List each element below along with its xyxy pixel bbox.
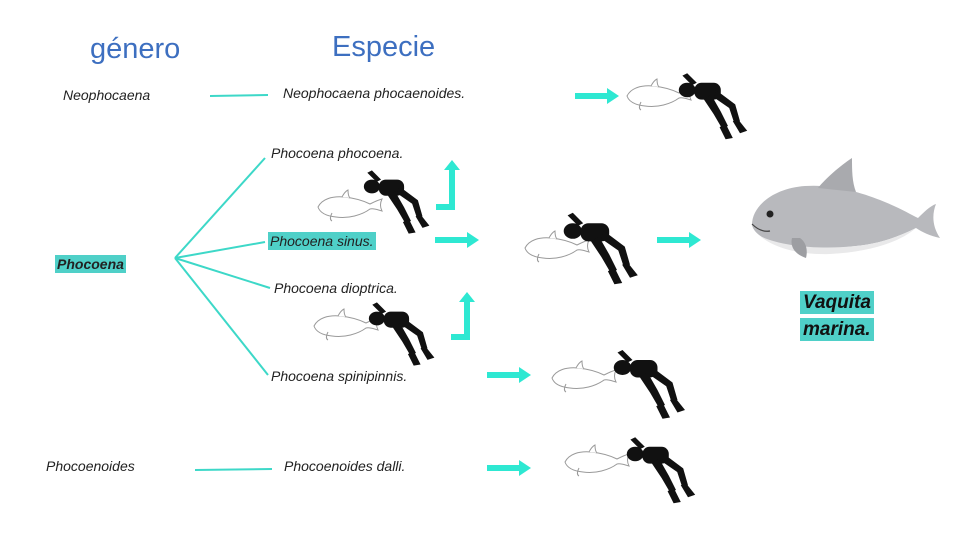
result-label-line1: Vaquita	[800, 291, 874, 314]
connector-phocoena-phocoena	[174, 157, 266, 259]
connector-lines	[174, 94, 273, 471]
species-label-phocoena-spinipinnis: Phocoena spinipinnis.	[271, 368, 408, 384]
vaquita-porpoise-image	[751, 158, 940, 258]
divers	[363, 73, 748, 504]
scuba-diver-icon	[678, 73, 748, 140]
porpoise-outline-icon	[551, 360, 617, 393]
porpoise-outline-icon	[317, 189, 383, 222]
scuba-diver-icon	[626, 437, 696, 504]
arrow-right-2	[435, 232, 479, 248]
porpoise-outline-icon	[313, 308, 379, 341]
arrow-right-3	[657, 232, 701, 248]
connector-phocoena-sinus	[174, 241, 266, 259]
genus-label-phocoenoides: Phocoenoides	[46, 458, 135, 474]
elbow-arrow-bottom	[451, 292, 475, 340]
connector-phocoena-spinipinnis	[174, 257, 269, 376]
genus-label-phocoena: Phocoena	[55, 255, 126, 273]
result-label: Vaquita marina.	[800, 291, 874, 342]
elbow-arrow-top	[436, 160, 460, 210]
species-label-phocoena-sinus: Phocoena sinus.	[268, 232, 376, 250]
connector-phocoena-dioptrica	[174, 257, 271, 289]
porpoise-outline-icon	[564, 444, 630, 477]
arrows	[435, 88, 701, 476]
porpoise-outlines	[313, 78, 692, 477]
scuba-diver-icon	[368, 302, 435, 366]
connector-neophocaena	[209, 94, 269, 97]
species-label-phocoena-phocoena: Phocoena phocoena.	[271, 145, 404, 161]
result-label-line2: marina.	[800, 318, 874, 341]
genus-label-neophocaena: Neophocaena	[63, 87, 151, 103]
species-label-neophocaena-phocaenoides: Neophocaena phocaenoides.	[283, 85, 466, 101]
connector-phocoenoides	[194, 468, 273, 471]
elbow-arrows	[436, 160, 475, 340]
scuba-diver-icon	[613, 350, 685, 419]
arrow-right-4	[487, 367, 531, 383]
arrow-right-1	[575, 88, 619, 104]
species-label-phocoenoides-dalli: Phocoenoides dalli.	[284, 458, 406, 474]
species-label-phocoena-dioptrica: Phocoena dioptrica.	[274, 280, 398, 296]
arrow-right-5	[487, 460, 531, 476]
